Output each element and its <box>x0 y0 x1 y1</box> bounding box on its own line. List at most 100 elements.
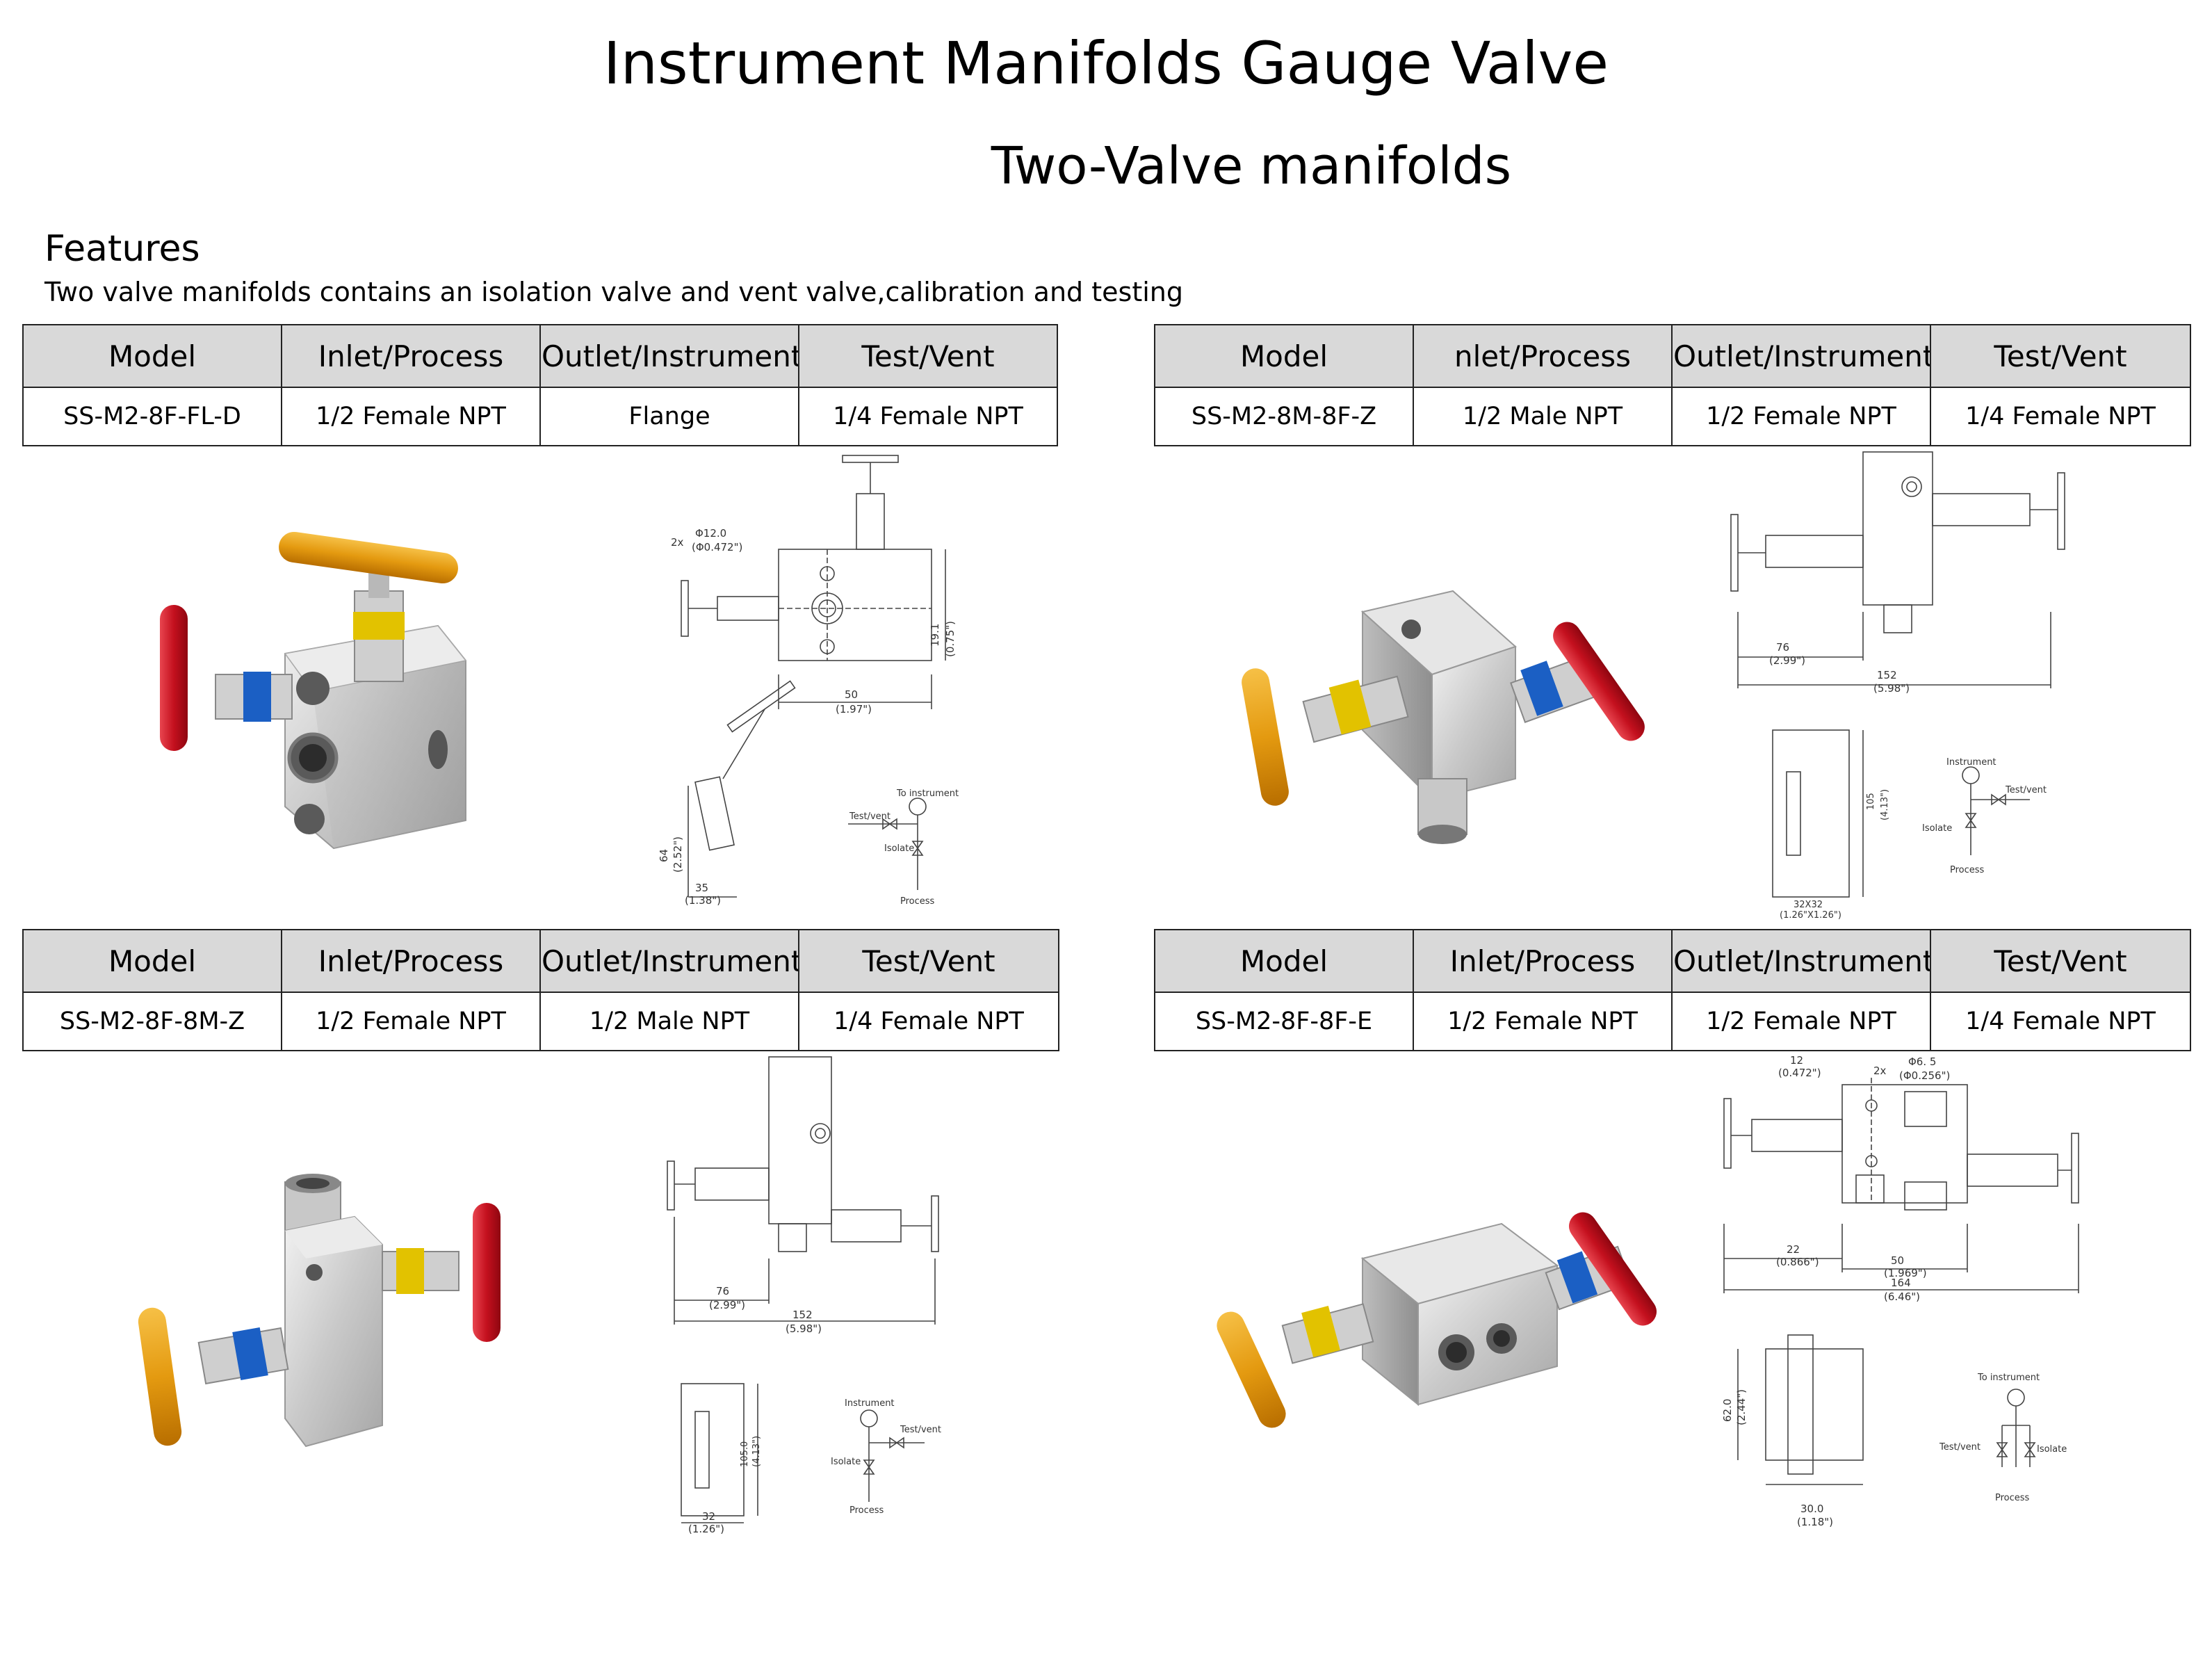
header-test-vent: Test/Vent <box>1930 929 2191 993</box>
dim-label: 19.1 <box>929 624 941 647</box>
dim-label: 30.0 <box>1800 1503 1823 1515</box>
cell-test-vent: 1/4 Female NPT <box>1930 992 2191 1051</box>
dim-label: 76 <box>716 1285 729 1297</box>
dim-label: 105.0 <box>740 1441 750 1467</box>
dim-label: 50 <box>845 688 858 701</box>
dim-label: (2.44") <box>1735 1389 1748 1425</box>
page-subtitle: Two-Valve manifolds <box>991 136 1512 196</box>
spec-table-3: Model Inlet/Process Outlet/Instrument Te… <box>22 929 1059 1051</box>
spec-table-2: Model nlet/Process Outlet/Instrument Tes… <box>1154 324 2191 446</box>
header-outlet: Outlet/Instrument <box>1671 929 1931 993</box>
dim-label: (Φ0.472") <box>692 541 742 553</box>
dim-label: (2.99") <box>1769 654 1805 667</box>
dim-label: (2.52") <box>672 836 684 873</box>
schematic-label: To instrument <box>896 788 959 799</box>
cell-inlet: 1/2 Male NPT <box>1413 387 1673 446</box>
header-inlet: Inlet/Process <box>1413 929 1673 993</box>
spec-table-1: Model Inlet/Process Outlet/Instrument Te… <box>22 324 1058 446</box>
schematic-label: Isolate <box>884 843 914 854</box>
dim-label: (2.99") <box>709 1299 745 1311</box>
header-test-vent: Test/Vent <box>798 929 1059 993</box>
dim-label: 2x <box>1873 1065 1887 1077</box>
cell-outlet: 1/2 Male NPT <box>539 992 799 1051</box>
header-model: Model <box>22 929 282 993</box>
header-test-vent: Test/Vent <box>1930 324 2191 388</box>
schematic-label: Process <box>900 896 935 907</box>
schematic-label: Test/vent <box>1939 1442 1981 1453</box>
cell-outlet: 1/2 Female NPT <box>1671 992 1931 1051</box>
cell-model: SS-M2-8F-8F-E <box>1154 992 1414 1051</box>
schematic-label: Process <box>1995 1493 2030 1503</box>
dim-label: Φ12.0 <box>695 527 726 540</box>
dim-label: 62.0 <box>1721 1399 1734 1422</box>
dim-label: 32X32 <box>1794 900 1823 910</box>
cell-test-vent: 1/4 Female NPT <box>798 992 1059 1051</box>
spec-table-4: Model Inlet/Process Outlet/Instrument Te… <box>1154 929 2191 1051</box>
dim-label: (6.46") <box>1884 1290 1920 1303</box>
schematic-label: Test/vent <box>849 811 891 822</box>
header-inlet: nlet/Process <box>1413 324 1673 388</box>
header-model: Model <box>1154 324 1414 388</box>
cell-outlet: 1/2 Female NPT <box>1671 387 1931 446</box>
dim-label: 64 <box>658 849 670 862</box>
cell-outlet: Flange <box>539 387 799 446</box>
header-model: Model <box>1154 929 1414 993</box>
product-photo-1 <box>160 531 467 850</box>
schematic-label: Process <box>1950 865 1985 875</box>
dim-label: 35 <box>695 882 708 894</box>
dim-label: (1.38") <box>685 894 721 907</box>
dim-label: (0.75") <box>944 621 957 657</box>
header-inlet: Inlet/Process <box>281 324 541 388</box>
dim-label: 164 <box>1891 1277 1911 1289</box>
cell-inlet: 1/2 Female NPT <box>1413 992 1673 1051</box>
dim-label: (1.18") <box>1797 1516 1833 1528</box>
dim-label: 12 <box>1790 1054 1803 1067</box>
cell-test-vent: 1/4 Female NPT <box>1930 387 2191 446</box>
features-text: Two valve manifolds contains an isolatio… <box>44 277 1183 307</box>
product-photo-4 <box>1217 1212 1657 1428</box>
schematic-label: Process <box>849 1505 884 1516</box>
schematic-label: Test/vent <box>2005 785 2047 795</box>
header-model: Model <box>22 324 282 388</box>
schematic-label: Instrument <box>845 1398 895 1409</box>
schematic-label: To instrument <box>1977 1373 2040 1383</box>
schematic-label: Isolate <box>831 1457 861 1467</box>
dim-label: 152 <box>1877 669 1897 681</box>
product-photo-2 <box>1242 590 1645 844</box>
page-title: Instrument Manifolds Gauge Valve <box>603 29 1609 97</box>
dim-label: (5.98") <box>786 1322 822 1335</box>
dim-label: (1.97") <box>836 703 872 715</box>
dim-label: (1.26") <box>688 1523 724 1535</box>
schematic-label: Isolate <box>1922 823 1952 834</box>
header-outlet: Outlet/Instrument <box>539 929 799 993</box>
dim-label: (Φ0.256") <box>1899 1069 1950 1082</box>
dim-label: (1.26"X1.26") <box>1780 910 1841 921</box>
dim-label: (1.969") <box>1884 1267 1927 1279</box>
dim-label: 105 <box>1866 793 1876 810</box>
dim-label: 32 <box>702 1510 715 1523</box>
technical-drawing-3: 76 (2.99") 152 (5.98") 105.0 (4.13") 32 … <box>667 1056 941 1535</box>
schematic-label: Test/vent <box>900 1425 941 1435</box>
product-photo-3 <box>138 1174 501 1448</box>
schematic-label: Isolate <box>2037 1444 2067 1455</box>
cell-inlet: 1/2 Female NPT <box>281 992 541 1051</box>
dim-label: 50 <box>1891 1254 1904 1267</box>
dim-label: Φ6. 5 <box>1908 1055 1936 1068</box>
technical-drawing-4: 12 (0.472") 2x Φ6. 5 (Φ0.256") 22 (0.866… <box>1721 1054 2079 1528</box>
dim-label: 2x <box>671 536 684 549</box>
header-test-vent: Test/Vent <box>798 324 1058 388</box>
cell-model: SS-M2-8F-FL-D <box>22 387 282 446</box>
features-heading: Features <box>44 228 200 270</box>
dim-label: 22 <box>1787 1243 1800 1256</box>
header-outlet: Outlet/Instrument <box>539 324 799 388</box>
dim-label: 76 <box>1776 641 1789 654</box>
cell-test-vent: 1/4 Female NPT <box>798 387 1058 446</box>
dim-label: (0.866") <box>1776 1256 1819 1268</box>
cell-inlet: 1/2 Female NPT <box>281 387 541 446</box>
technical-drawing-1: 2x Φ12.0 (Φ0.472") 19.1 (0.75") 50 (1.97… <box>658 455 959 907</box>
dim-label: (5.98") <box>1873 682 1910 695</box>
dim-label: 152 <box>792 1309 813 1321</box>
cell-model: SS-M2-8F-8M-Z <box>22 992 282 1051</box>
dim-label: (4.13") <box>1880 789 1890 820</box>
header-inlet: Inlet/Process <box>281 929 541 993</box>
